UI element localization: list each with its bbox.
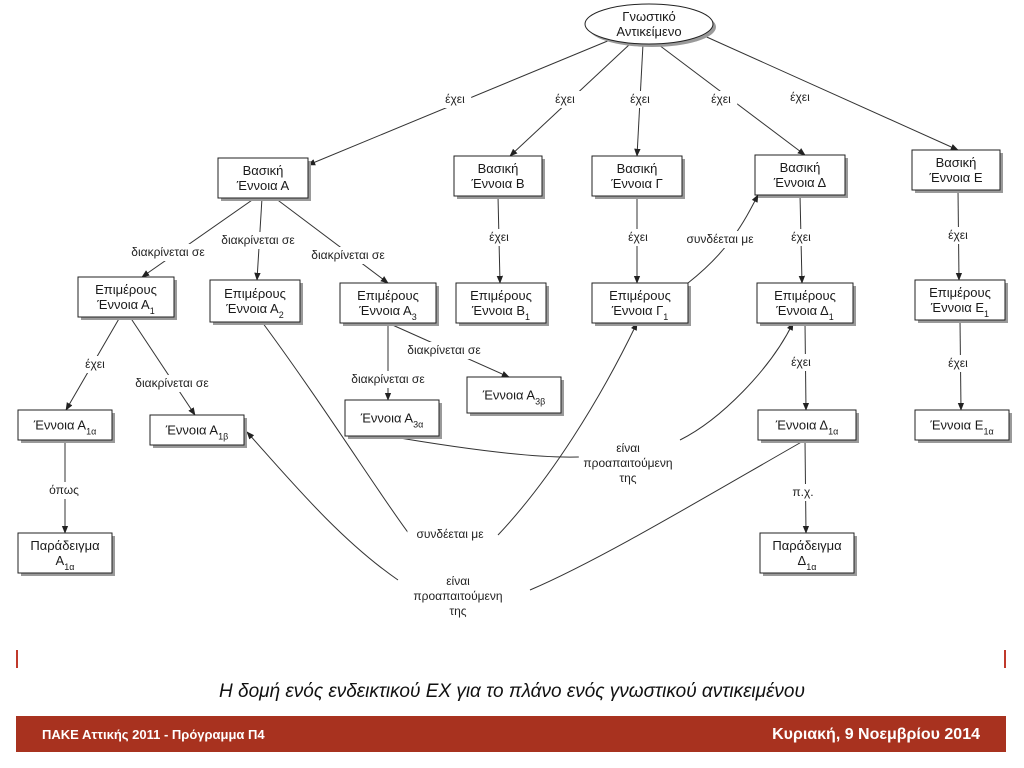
edge-label-d1-d1a: έχει: [791, 355, 811, 369]
node-label: Έννοια Α1α: [33, 418, 97, 437]
node-a1b: Έννοια Α1β: [149, 414, 247, 448]
footer-program-label: ΠΑΚΕ Αττικής 2011 - Πρόγραμμα Π4: [42, 727, 265, 742]
edge-a1-a1b: [129, 316, 196, 416]
edge-label-g1-d: συνδέεται με: [686, 232, 754, 246]
edge-label-root-g: έχει: [630, 92, 650, 106]
node-a3a: Έννοια Α3α: [344, 399, 442, 439]
edge-root-e: [699, 33, 959, 151]
edge-label-d1a-ex: π.χ.: [792, 485, 813, 499]
edge-label-a-a1: διακρίνεται σε: [131, 245, 205, 259]
edge-label-a3-a3a: διακρίνεται σε: [351, 372, 425, 386]
edge-label-a3-a3b: διακρίνεται σε: [407, 343, 481, 357]
edge-label-g-g1: έχει: [628, 230, 648, 244]
node-a3b: Έννοια Α3β: [466, 376, 564, 416]
edge-label-b-b1: έχει: [489, 230, 509, 244]
edge-label-a-a3: διακρίνεται σε: [311, 248, 385, 262]
edge-a2-g1: [261, 322, 637, 536]
edge-label-root-d: έχει: [711, 92, 731, 106]
node-label: Έννοια Α3α: [360, 411, 424, 430]
edge-label-d-d1: έχει: [791, 230, 811, 244]
edge-label-a2-g1: συνδέεται με: [416, 527, 484, 541]
edge-label-a-a2: διακρίνεται σε: [221, 233, 295, 247]
node-label: Έννοια Α3β: [482, 388, 546, 407]
footer-bar: ΠΑΚΕ Αττικής 2011 - Πρόγραμμα Π4 Κυριακή…: [16, 716, 1006, 752]
node-d1a: Έννοια Δ1α: [757, 409, 859, 443]
edge-label-e-e1: έχει: [948, 228, 968, 242]
node-label: Έννοια Δ1α: [775, 418, 839, 437]
left-accent-bar: [16, 650, 18, 668]
node-label: Έννοια Α1β: [165, 423, 229, 442]
edge-label-a1-a1b: διακρίνεται σε: [135, 376, 209, 390]
node-e1a: Έννοια Ε1α: [914, 409, 1012, 443]
edge-label-e1-e1a: έχει: [948, 356, 968, 370]
right-accent-bar: [1004, 650, 1006, 668]
edge-label-a1-a1a: έχει: [85, 357, 105, 371]
edge-d1a-a1b: [247, 432, 806, 591]
footer-date-label: Κυριακή, 9 Νοεμβρίου 2014: [772, 726, 980, 743]
node-label: Έννοια Ε1α: [929, 418, 993, 437]
edge-label-root-b: έχει: [555, 92, 575, 106]
edge-label-root-a: έχει: [445, 92, 465, 106]
edge-label-root-e: έχει: [790, 90, 810, 104]
node-a1a: Έννοια Α1α: [17, 409, 115, 443]
edge-a-a3: [274, 197, 389, 284]
diagram-caption: Η δομή ενός ενδεικτικού ΕΧ για το πλάνο …: [219, 681, 805, 702]
edge-label-a1a-ex: όπως: [49, 483, 79, 497]
edge-a-a1: [141, 197, 256, 278]
